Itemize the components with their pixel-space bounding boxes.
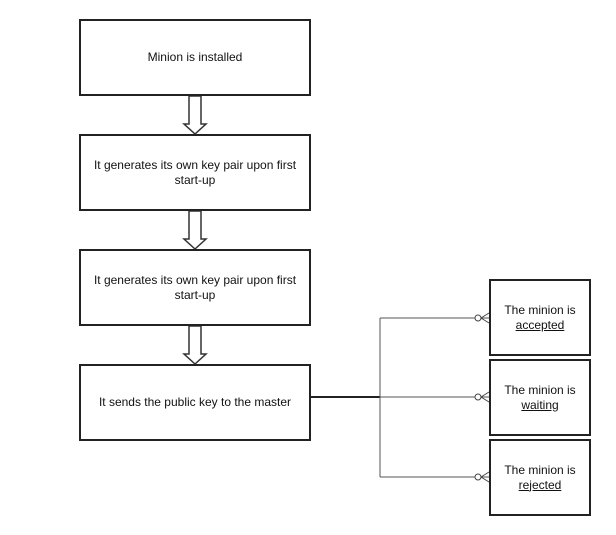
arrow-step3-step4	[182, 325, 208, 366]
arrow-step2-step3	[182, 210, 208, 251]
step-generate-key-pair-repeat: It generates its own key pair upon first…	[79, 249, 311, 326]
arrow-step1-step2	[182, 95, 208, 136]
state-accepted: The minion is accepted	[489, 279, 591, 356]
state-waiting: The minion is waiting	[489, 359, 591, 436]
crowfoot-rejected	[474, 471, 490, 483]
step-minion-installed: Minion is installed	[79, 19, 311, 96]
step-label: It sends the public key to the master	[98, 395, 292, 409]
step-generate-key-pair: It generates its own key pair upon first…	[79, 134, 311, 211]
state-prefix: The minion is	[504, 302, 576, 317]
state-rejected: The minion is rejected	[489, 439, 591, 516]
state-status-link[interactable]: waiting	[521, 397, 559, 412]
step-label: It generates its own key pair upon first…	[93, 157, 297, 187]
step-label: It generates its own key pair upon first…	[93, 272, 297, 302]
step-send-public-key: It sends the public key to the master	[79, 364, 311, 441]
state-prefix: The minion is	[504, 462, 576, 477]
state-prefix: The minion is	[504, 382, 576, 397]
crowfoot-waiting	[474, 391, 490, 403]
state-status-link[interactable]: accepted	[515, 317, 565, 332]
step-label: Minion is installed	[147, 50, 243, 64]
crowfoot-accepted	[474, 312, 490, 324]
state-status-link[interactable]: rejected	[518, 477, 562, 492]
